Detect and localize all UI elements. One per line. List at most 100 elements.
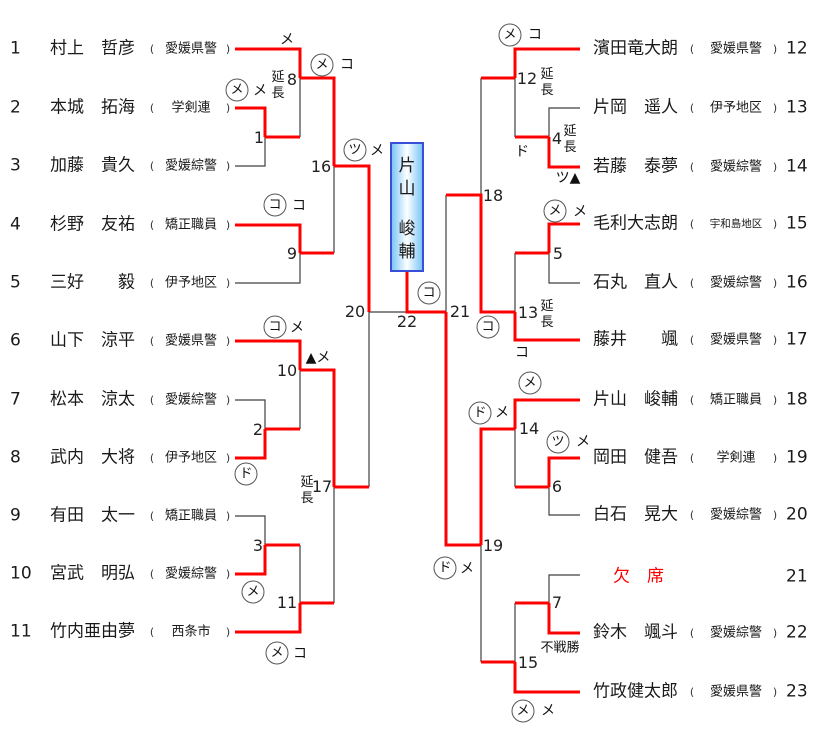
- score-mark: コ: [293, 646, 307, 662]
- paren-open: (: [149, 451, 155, 465]
- match-2-line: [235, 399, 266, 429]
- score-mark: ツ▲: [555, 170, 581, 186]
- player-name: 山下 涼平: [50, 330, 135, 351]
- player-name: 片山 峻輔: [593, 389, 678, 410]
- score-mark-circled: コ: [263, 315, 287, 339]
- paren-close: ): [225, 42, 231, 56]
- player-seed: 22: [786, 622, 808, 643]
- paren-open: (: [149, 42, 155, 56]
- paren-open: (: [149, 509, 155, 523]
- player-affiliation: 矯正職員: [709, 392, 763, 408]
- paren-open: (: [689, 508, 695, 522]
- match-11-winner-line: [235, 543, 302, 634]
- paren-close: ): [772, 451, 778, 465]
- match-5-winner-line: [547, 222, 580, 253]
- paren-open: (: [689, 276, 695, 290]
- paren-close: ): [772, 508, 778, 522]
- score-mark: メ: [253, 83, 267, 99]
- player-name: 村上 哲彦: [50, 38, 135, 59]
- paren-close: ): [772, 626, 778, 640]
- paren-open: (: [149, 218, 155, 232]
- player-affiliation: 矯正職員: [164, 508, 218, 524]
- player-affiliation: 伊予地区: [709, 100, 763, 116]
- score-mark-circled: メ: [518, 371, 542, 395]
- player-seed: 21: [786, 566, 808, 587]
- match-18-winner-line: [446, 76, 515, 314]
- score-mark-circled: メ: [543, 199, 567, 223]
- player-name: 加藤 貴久: [50, 155, 135, 176]
- paren-open: (: [149, 334, 155, 348]
- player-seed: 14: [786, 156, 808, 177]
- player-affiliation: 愛媛県警: [164, 333, 218, 349]
- match-number: 11: [276, 593, 298, 612]
- player-seed: 18: [786, 389, 808, 410]
- paren-close: ): [772, 101, 778, 115]
- player-affiliation: 愛媛県警: [709, 332, 763, 348]
- match-number: 1: [253, 128, 265, 147]
- bracket-neutral-lines: [235, 78, 580, 662]
- match-9-winner-line: [235, 223, 302, 253]
- match-number: 10: [276, 361, 298, 380]
- paren-open: (: [689, 451, 695, 465]
- player-seed: 23: [786, 681, 808, 702]
- match-3-line: [235, 515, 266, 545]
- score-mark: コ: [515, 345, 529, 361]
- paren-close: ): [225, 567, 231, 581]
- paren-open: (: [149, 393, 155, 407]
- score-mark-circled: コ: [417, 281, 441, 305]
- match-1-winner-line: [235, 106, 267, 137]
- player-affiliation: 伊予地区: [164, 450, 218, 466]
- player-affiliation: 伊予地区: [164, 275, 218, 291]
- match-7-winner-line: [547, 603, 580, 635]
- score-mark: メ: [573, 204, 587, 220]
- player-name: 宮武 明弘: [50, 563, 135, 584]
- player-name: 濱田竜大朗: [593, 38, 678, 59]
- match-5-line: [548, 253, 580, 284]
- match-2-winner-line: [235, 429, 267, 460]
- player-name: 有田 太一: [50, 505, 135, 526]
- player-name: 若藤 泰夢: [593, 156, 678, 177]
- paren-open: (: [689, 160, 695, 174]
- match-21-winner-line: [444, 312, 481, 547]
- paren-close: ): [772, 685, 778, 699]
- match-19-winner-line: [479, 427, 515, 664]
- paren-open: (: [689, 333, 695, 347]
- player-name: 白石 晃大: [593, 504, 678, 525]
- player-seed: 3: [10, 155, 21, 176]
- match-number: 13: [517, 303, 539, 322]
- champion-box: 片山 峻輔: [390, 142, 424, 272]
- player-affiliation: 矯正職員: [164, 217, 218, 233]
- match-number: 15: [517, 653, 539, 672]
- match-number: 19: [482, 536, 504, 555]
- player-name: 毛利大志朗: [593, 213, 678, 234]
- match-number: 7: [551, 593, 563, 612]
- paren-close: ): [225, 625, 231, 639]
- player-seed: 15: [786, 213, 808, 234]
- extension-label: 延長: [563, 124, 577, 155]
- score-mark: メ: [280, 32, 294, 48]
- paren-close: ): [772, 393, 778, 407]
- player-affiliation: 愛媛綜警: [709, 275, 763, 291]
- match-15-winner-line: [513, 601, 580, 694]
- bracket-winner-lines: [235, 47, 580, 694]
- paren-close: ): [225, 451, 231, 465]
- extension-label: 延長: [300, 475, 314, 506]
- score-mark: コ: [292, 198, 306, 214]
- player-seed: 20: [786, 504, 808, 525]
- score-mark: ▲メ: [305, 350, 331, 366]
- score-mark: コ: [528, 27, 542, 43]
- paren-close: ): [772, 217, 778, 231]
- paren-close: ): [225, 334, 231, 348]
- player-name: 石丸 直人: [593, 272, 678, 293]
- score-mark-circled: メ: [511, 699, 535, 723]
- match-number: 16: [310, 157, 332, 176]
- match-number: 21: [449, 302, 471, 321]
- score-mark-circled: コ: [476, 315, 500, 339]
- match-number: 5: [552, 244, 564, 263]
- score-mark-circled: メ: [310, 53, 334, 77]
- paren-open: (: [149, 276, 155, 290]
- absent-label: 欠 席: [613, 566, 664, 587]
- score-mark: メ: [290, 320, 304, 336]
- player-name: 三好 毅: [50, 272, 135, 293]
- player-seed: 6: [10, 330, 21, 351]
